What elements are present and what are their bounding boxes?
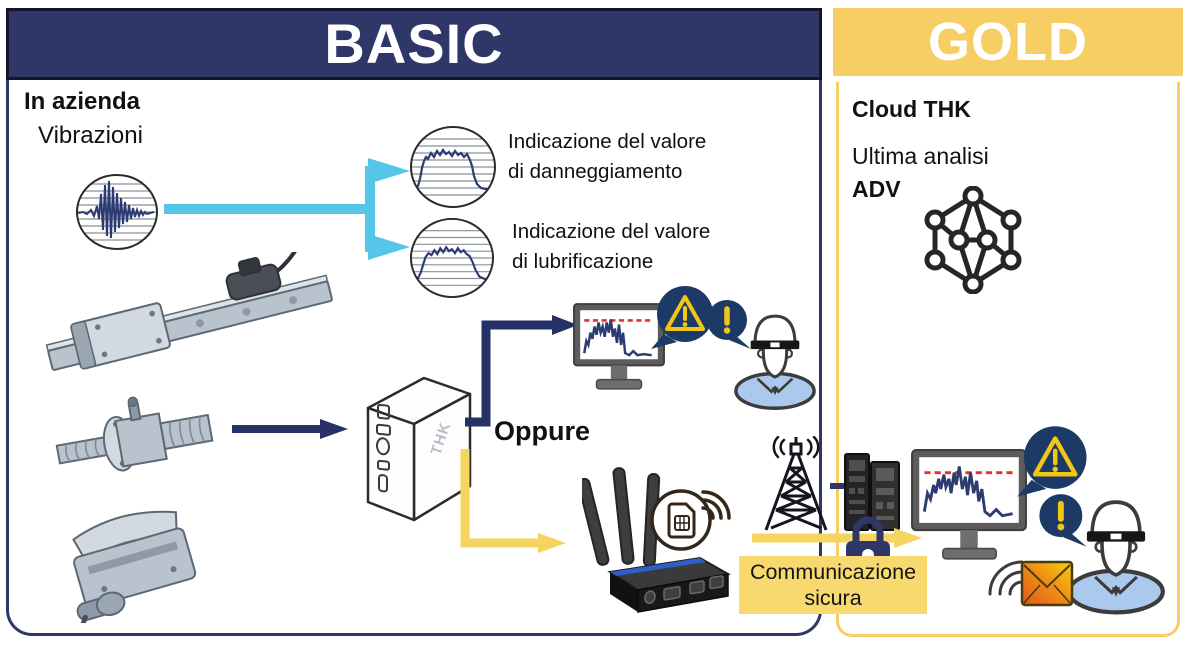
warning-triangle-bubble-icon-gold <box>1017 426 1087 497</box>
exclamation-bubble-icon-gold <box>1039 494 1087 547</box>
gold-title: GOLD <box>928 12 1088 72</box>
adv-label: ADV <box>852 176 901 202</box>
email-icon <box>1020 560 1074 607</box>
ball-screw-icon <box>55 396 214 472</box>
network-graph-icon <box>924 186 1022 294</box>
link-dash <box>830 483 846 489</box>
basic-title: BASIC <box>324 12 504 75</box>
arrow-to-monitor <box>465 315 578 427</box>
exclamation-bubble-icon <box>707 300 751 349</box>
cell-tower-icon <box>764 436 828 531</box>
arrow-to-router <box>460 449 566 553</box>
worker-icon-gold <box>1067 500 1165 615</box>
data-logger-icon: THK <box>366 376 472 522</box>
actuator-icon <box>72 510 197 623</box>
cloud-label: Cloud THK <box>852 96 971 122</box>
arrow-to-logger <box>232 419 348 439</box>
analysis-label: Ultima analisi <box>852 143 989 169</box>
signal-label: Vibrazioni <box>38 122 143 149</box>
gold-header: GOLD <box>833 8 1183 76</box>
secure-comm-box: Communicazione sicura <box>739 556 927 614</box>
signal-waves-icon <box>988 560 1024 596</box>
warning-triangle-bubble-icon <box>651 286 713 349</box>
secure-link-arrow <box>752 528 922 548</box>
damage-gauge-icon <box>410 126 496 208</box>
lubrication-caption: Indicazione del valore di lubrificazione <box>512 220 711 273</box>
monitor-icon <box>573 303 665 390</box>
damage-caption: Indicazione del valore di danneggiamento <box>508 130 707 183</box>
or-label: Oppure <box>494 416 591 446</box>
server-icon <box>844 453 900 531</box>
worker-icon <box>734 314 816 410</box>
location-label: In azienda <box>24 88 141 115</box>
branch-arrow <box>164 158 410 260</box>
lubrication-gauge-icon <box>410 217 494 299</box>
sim-wireless-icon <box>650 489 731 551</box>
basic-header: BASIC <box>6 8 822 80</box>
vibration-waveform-icon <box>76 174 158 250</box>
router-icon <box>582 467 731 613</box>
linear-guide-icon <box>45 252 333 371</box>
